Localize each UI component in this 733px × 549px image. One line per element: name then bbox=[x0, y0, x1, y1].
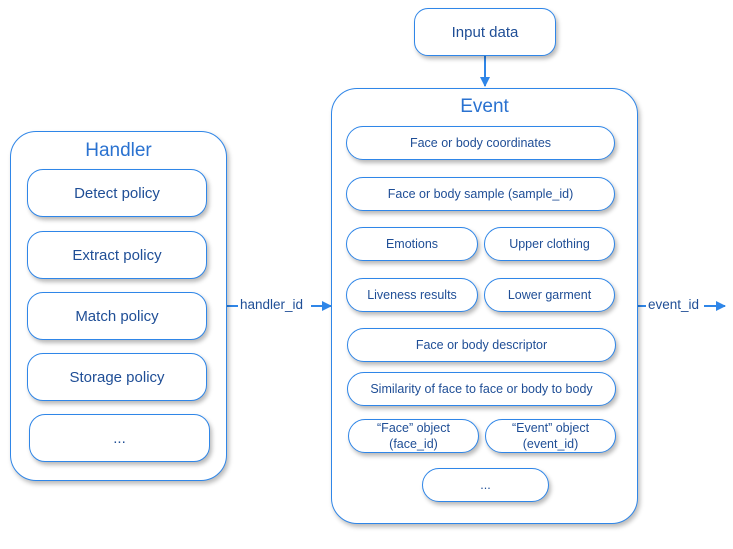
match-policy-box: Match policy bbox=[27, 292, 207, 340]
face-object-box: “Face” object (face_id) bbox=[348, 419, 479, 453]
event-id-object-label: (event_id) bbox=[522, 437, 579, 451]
match-policy-label: Match policy bbox=[75, 307, 159, 325]
coordinates-label: Face or body coordinates bbox=[409, 136, 552, 150]
emotions-label: Emotions bbox=[385, 237, 439, 251]
event-title: Event bbox=[460, 96, 509, 117]
more-policies-box: ... bbox=[29, 414, 210, 462]
handler-id-label: handler_id bbox=[240, 297, 304, 312]
liveness-box: Liveness results bbox=[346, 278, 478, 312]
lower-garment-label: Lower garment bbox=[507, 288, 592, 302]
descriptor-box: Face or body descriptor bbox=[347, 328, 616, 362]
input-data-box: Input data bbox=[414, 8, 556, 56]
handler-title: Handler bbox=[85, 140, 152, 161]
storage-policy-label: Storage policy bbox=[69, 368, 165, 386]
event-object-label: “Event” object bbox=[511, 421, 590, 435]
more-event-items-box: ... bbox=[422, 468, 549, 502]
detect-policy-label: Detect policy bbox=[74, 184, 160, 202]
face-id-label: (face_id) bbox=[389, 437, 438, 451]
descriptor-label: Face or body descriptor bbox=[415, 338, 548, 352]
extract-policy-box: Extract policy bbox=[27, 231, 207, 279]
storage-policy-box: Storage policy bbox=[27, 353, 207, 401]
event-id-label: event_id bbox=[648, 297, 700, 312]
more-event-items-label: ... bbox=[480, 478, 491, 492]
upper-clothing-label: Upper clothing bbox=[509, 237, 590, 251]
sample-box: Face or body sample (sample_id) bbox=[346, 177, 615, 211]
lower-garment-box: Lower garment bbox=[484, 278, 615, 312]
emotions-box: Emotions bbox=[346, 227, 478, 261]
extract-policy-label: Extract policy bbox=[72, 246, 162, 264]
upper-clothing-box: Upper clothing bbox=[484, 227, 615, 261]
event-object-box: “Event” object (event_id) bbox=[485, 419, 616, 453]
coordinates-box: Face or body coordinates bbox=[346, 126, 615, 160]
detect-policy-box: Detect policy bbox=[27, 169, 207, 217]
face-object-label: “Face” object bbox=[377, 421, 450, 435]
more-policies-label: ... bbox=[113, 429, 126, 447]
similarity-box: Similarity of face to face or body to bo… bbox=[347, 372, 616, 406]
similarity-label: Similarity of face to face or body to bo… bbox=[370, 382, 593, 396]
input-data-label: Input data bbox=[451, 23, 519, 41]
sample-label: Face or body sample (sample_id) bbox=[387, 187, 574, 201]
liveness-label: Liveness results bbox=[367, 288, 457, 302]
